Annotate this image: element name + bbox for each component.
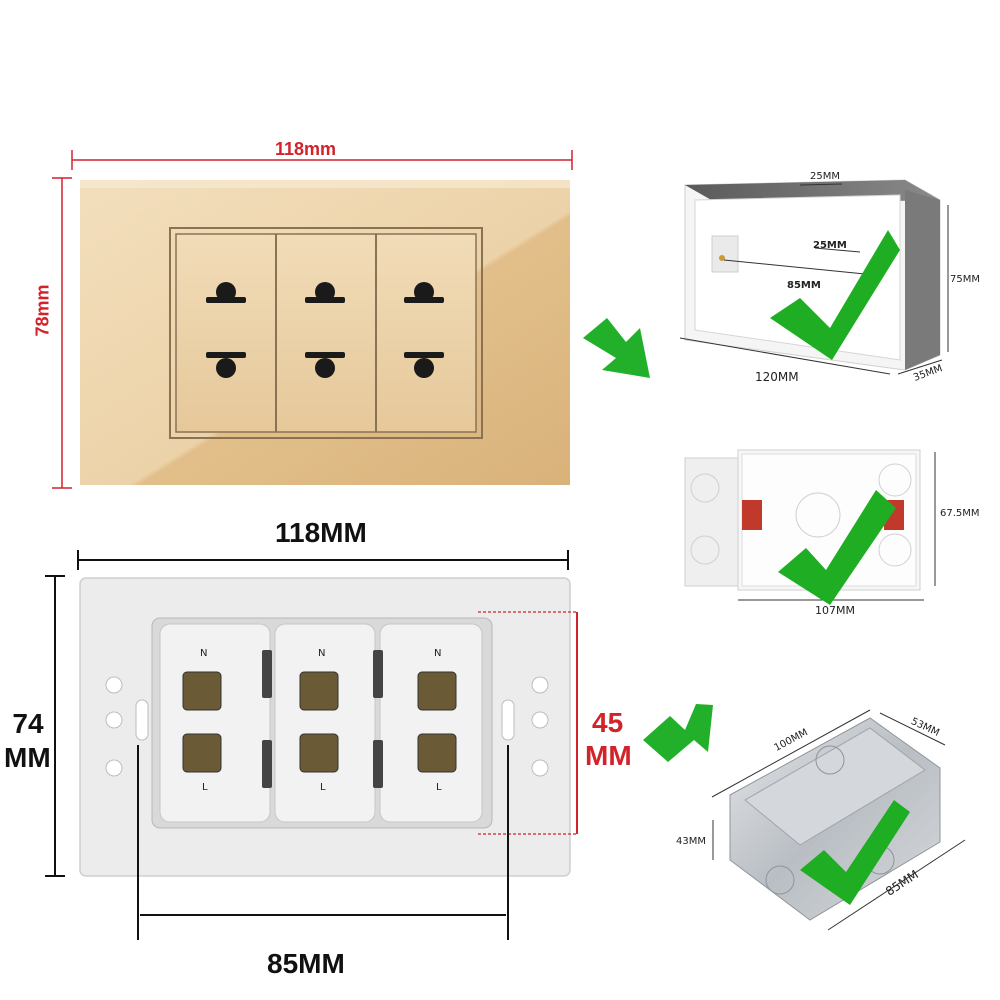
box2-height-label: 67.5MM [940, 508, 980, 519]
module-3-ground: L [436, 782, 442, 793]
screw-span-dimension [137, 745, 509, 940]
back-width-dimension [77, 550, 569, 570]
junction-box-2 [684, 449, 936, 605]
outlet-2 [305, 282, 345, 378]
junction-box-1 [679, 179, 949, 375]
outlet-3 [404, 282, 444, 378]
module-height-label-2: MM [585, 740, 632, 771]
module-1-letter: N [200, 648, 208, 659]
module-2-letter: N [318, 648, 326, 659]
back-width-label: 118MM [275, 517, 367, 548]
box1-height-label: 75MM [950, 274, 980, 285]
module-2 [274, 623, 376, 823]
module-3-letter: N [434, 648, 442, 659]
module-1 [159, 623, 271, 823]
box3-height-label: 43MM [676, 836, 706, 847]
arrow-icon-bottom [643, 704, 713, 762]
junction-box-3 [711, 709, 966, 931]
module-1-ground: L [202, 782, 208, 793]
arrow-icon-top [583, 318, 650, 378]
module-height-dimension [478, 611, 578, 835]
module-height-label-1: 45 [592, 707, 624, 738]
front-width-label: 118mm [275, 139, 337, 159]
module-3 [379, 623, 483, 823]
outlet-1 [206, 282, 246, 378]
back-height-dimension [45, 575, 65, 877]
box1-screw-span-label: 85MM [787, 280, 821, 291]
box1-inner-span-label: 25MM [813, 240, 847, 251]
front-height-dimension [52, 177, 72, 489]
front-width-dimension [71, 150, 573, 170]
screw-span-label: 85MM [267, 948, 345, 979]
module-2-ground: L [320, 782, 326, 793]
box1-width-label: 120MM [755, 370, 799, 384]
front-height-label: 78mm [32, 284, 53, 337]
box2-width-label: 107MM [815, 604, 855, 617]
box1-top-slot-label: 25MM [810, 171, 840, 182]
back-height-label-1: 74 [12, 708, 44, 739]
back-height-label-2: MM [4, 742, 51, 773]
